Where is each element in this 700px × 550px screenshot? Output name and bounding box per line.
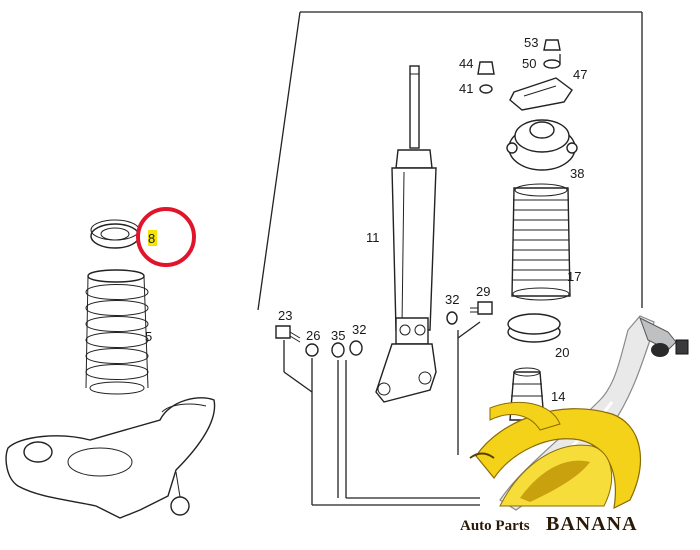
dust-boot-bellows: [511, 183, 571, 301]
label-38: 38: [570, 166, 584, 181]
label-53: 53: [524, 35, 538, 50]
coil-spring-group: [85, 219, 149, 395]
label-29: 29: [476, 284, 490, 299]
label-17: 17: [567, 269, 581, 284]
label-35: 35: [331, 328, 345, 343]
logo-text: Auto Parts BANANA: [460, 513, 638, 535]
lower-control-arm: [5, 397, 216, 519]
label-50: 50: [522, 56, 536, 71]
label-26: 26: [306, 328, 320, 343]
label-23: 23: [278, 308, 292, 323]
logo-text-big: BANANA: [546, 513, 638, 535]
label-8: 8: [148, 231, 155, 246]
label-32-right: 32: [445, 292, 459, 307]
label-5: 5: [145, 329, 152, 344]
leader-lines: [283, 54, 561, 506]
shock-absorber-strut: [375, 65, 437, 403]
part-labels: 53 50 44 47 41 38 11 17 8 5 23 26 35 32 …: [145, 35, 587, 404]
bolt-hardware: [275, 301, 493, 358]
label-20: 20: [555, 345, 569, 360]
label-47: 47: [573, 67, 587, 82]
label-32-left: 32: [352, 322, 366, 337]
top-mount-hardware: [477, 39, 578, 171]
highlight-circle: [136, 207, 196, 267]
label-11: 11: [366, 230, 380, 245]
label-44: 44: [459, 56, 473, 71]
sheet-frame: [257, 11, 643, 311]
clamp-ring: [507, 313, 561, 343]
banana-logo: [469, 401, 642, 510]
label-41: 41: [459, 81, 473, 96]
label-14: 14: [551, 389, 565, 404]
logo-text-small: Auto Parts: [460, 518, 530, 534]
